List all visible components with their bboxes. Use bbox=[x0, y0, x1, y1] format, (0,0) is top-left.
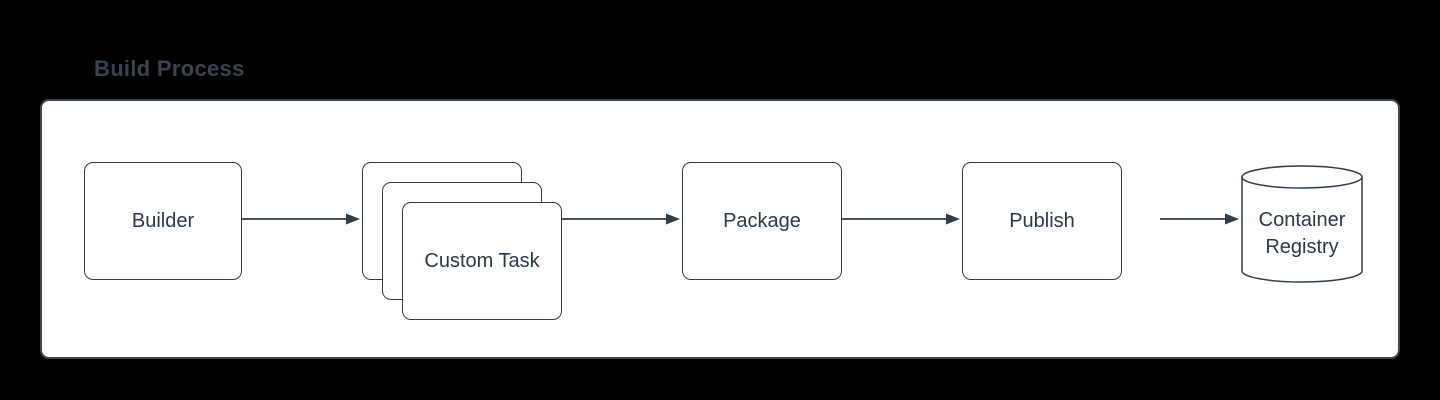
node-package-label: Package bbox=[723, 209, 801, 232]
node-custom-task[interactable]: Custom Task bbox=[402, 202, 562, 320]
node-container-registry-label: Container Registry bbox=[1258, 209, 1346, 258]
node-publish-label: Publish bbox=[1009, 209, 1075, 232]
diagram-canvas: Builder Custom Task Custom Task Custom T… bbox=[40, 99, 1400, 359]
node-package[interactable]: Package bbox=[682, 162, 842, 280]
connector-package-to-publish[interactable] bbox=[840, 213, 960, 225]
node-custom-task-label: Custom Task bbox=[424, 249, 540, 272]
connector-custom-task-to-package[interactable] bbox=[560, 213, 680, 225]
node-container-registry[interactable]: Container Registry bbox=[1241, 165, 1363, 283]
connector-layer bbox=[240, 213, 1239, 225]
node-publish[interactable]: Publish bbox=[962, 162, 1122, 280]
database-cylinder-icon bbox=[1241, 165, 1363, 283]
node-builder[interactable]: Builder bbox=[84, 162, 242, 280]
connector-publish-to-container-registry[interactable] bbox=[1160, 213, 1239, 225]
node-builder-label: Builder bbox=[131, 209, 195, 232]
connector-builder-to-custom-task[interactable] bbox=[240, 213, 360, 225]
diagram-title: Build Process bbox=[94, 56, 245, 81]
